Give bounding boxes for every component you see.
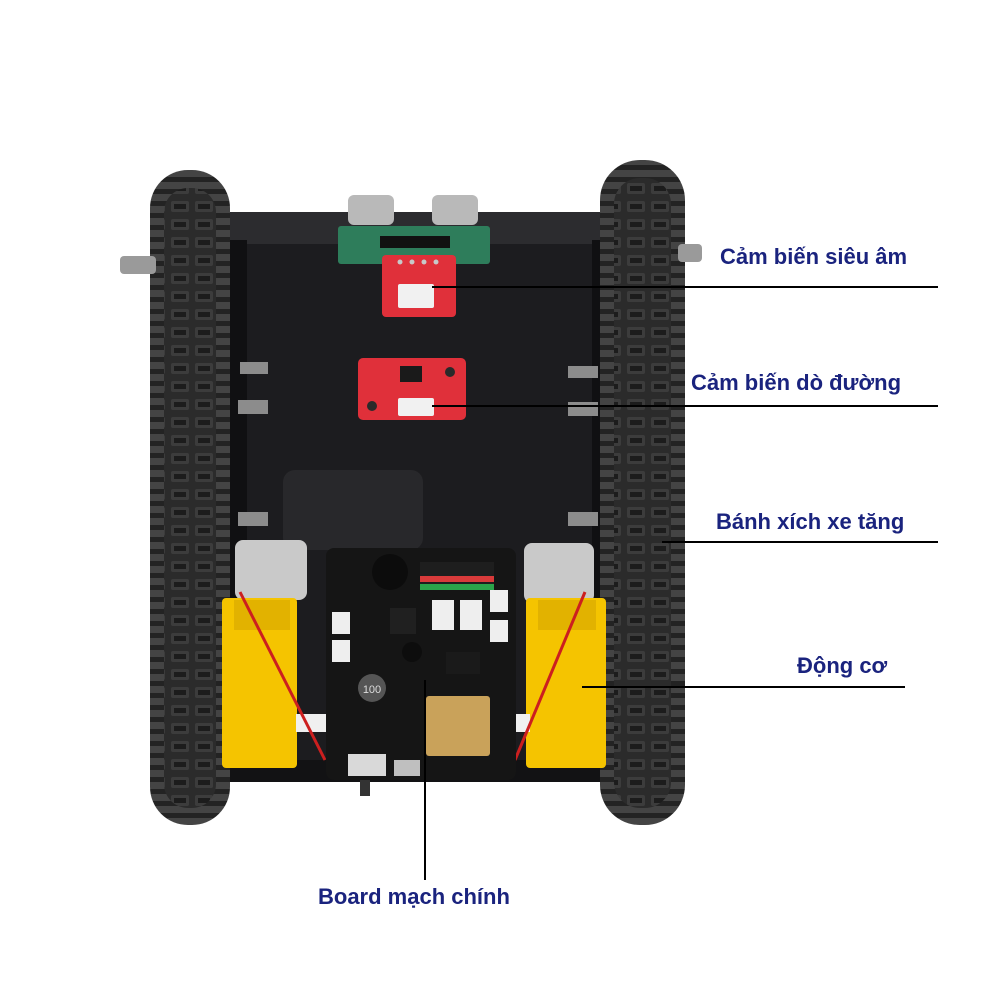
callout-motor: Động cơ <box>797 653 888 678</box>
ultrasonic-transducer-left <box>348 195 394 225</box>
ultrasonic-sensor <box>338 195 490 317</box>
ultrasonic-transducer-right <box>432 195 478 225</box>
callout-main-board: Board mạch chính <box>318 884 510 909</box>
left-motor <box>222 540 336 768</box>
capacitor-label: 100 <box>363 684 381 696</box>
right-track <box>600 160 702 825</box>
callout-ultrasonic-sensor: Cảm biến siêu âm <box>720 244 908 269</box>
esp-module <box>426 696 490 756</box>
line-follower-sensor <box>358 358 466 420</box>
chassis-reflection <box>283 470 423 550</box>
leader-lines <box>424 286 938 880</box>
left-track <box>120 170 230 825</box>
callout-track: Bánh xích xe tăng <box>716 509 905 534</box>
callout-line-sensor: Cảm biến dò đường <box>691 370 902 395</box>
main-board: 100 <box>326 548 516 796</box>
